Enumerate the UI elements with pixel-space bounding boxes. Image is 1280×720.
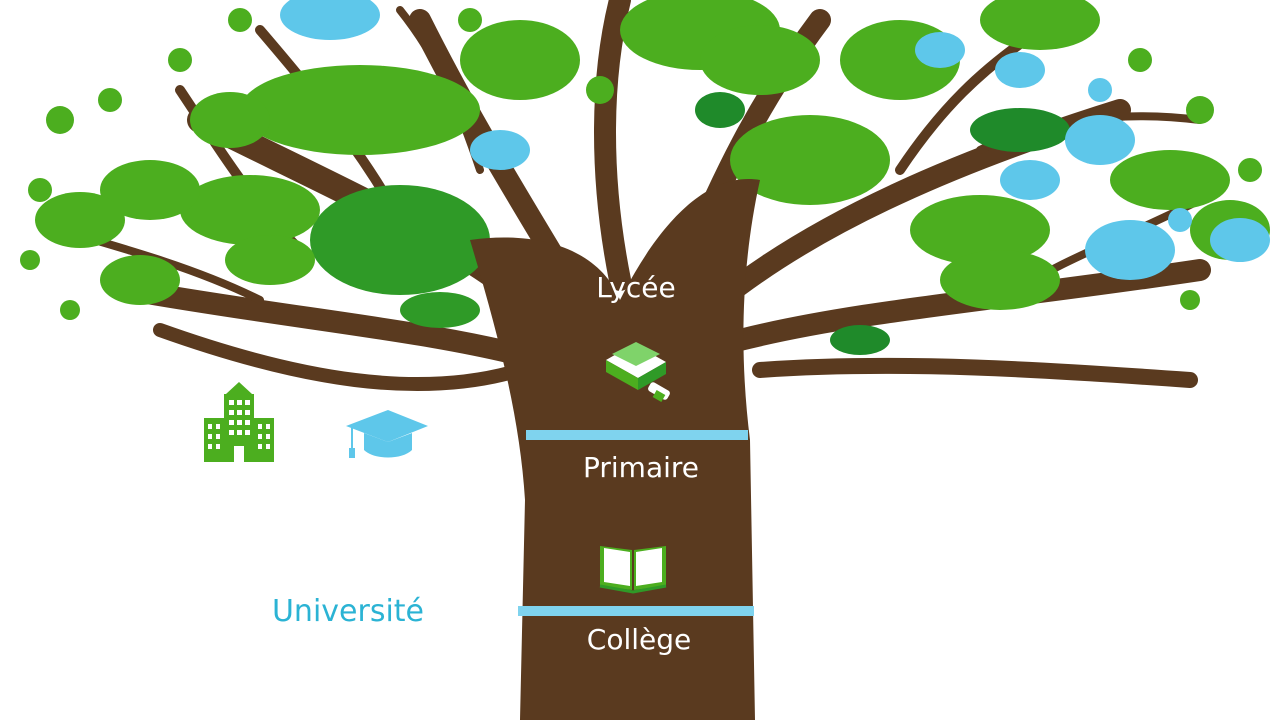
trunk-band-upper <box>526 430 748 440</box>
graduation-cap-icon <box>346 410 428 458</box>
label-primaire: Primaire <box>582 451 700 484</box>
school-building-icon <box>204 382 274 462</box>
label-lycee: Lycée <box>596 271 676 304</box>
open-book-icon <box>599 546 667 594</box>
tree-trunk <box>470 179 760 720</box>
books-icon <box>606 342 670 402</box>
label-universite: Université <box>271 594 425 629</box>
label-college: Collège <box>586 623 692 656</box>
trunk-band-lower <box>518 606 754 616</box>
tree-foliage <box>20 0 1270 355</box>
